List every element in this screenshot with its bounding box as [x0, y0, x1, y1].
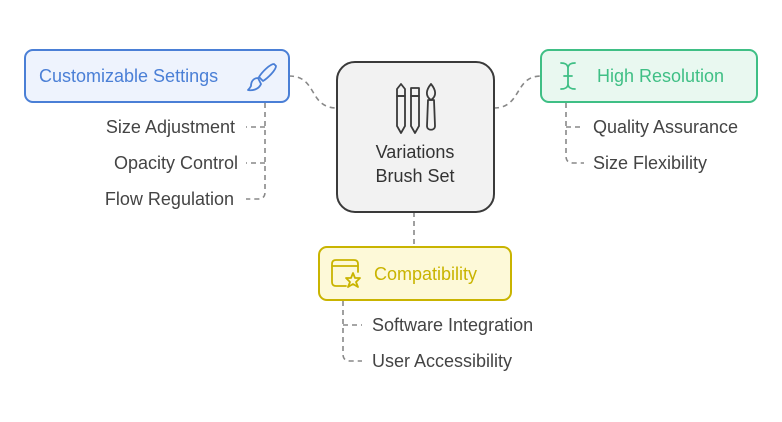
center-title-line1: Variations	[376, 142, 455, 162]
branch-title-high-resolution: High Resolution	[597, 66, 724, 86]
tree-line-compatibility	[342, 301, 362, 362]
branch-title-compatibility: Compatibility	[374, 264, 477, 284]
brush-set-icon	[396, 83, 437, 134]
list-item: Flow Regulation	[105, 189, 234, 209]
high-resolution-items: Quality Assurance Size Flexibility	[593, 117, 738, 173]
connectors	[246, 75, 584, 362]
browser-star-icon	[331, 259, 361, 288]
paintbrush-icon	[247, 63, 277, 92]
branch-customizable-settings[interactable]: Customizable Settings	[24, 49, 290, 103]
center-title-line2: Brush Set	[375, 166, 454, 186]
list-item: Opacity Control	[114, 153, 238, 173]
text-cursor-icon	[560, 62, 576, 90]
list-item: Size Flexibility	[593, 153, 707, 173]
center-node[interactable]: Variations Brush Set	[336, 61, 495, 213]
compatibility-items: Software Integration User Accessibility	[372, 315, 533, 371]
branch-compatibility[interactable]: Compatibility	[318, 246, 512, 301]
list-item: Quality Assurance	[593, 117, 738, 137]
branch-high-resolution[interactable]: High Resolution	[540, 49, 758, 103]
connector-high-resolution	[493, 75, 542, 109]
list-item: Software Integration	[372, 315, 533, 335]
connector-customizable	[288, 75, 338, 109]
tree-line-customizable	[246, 103, 266, 200]
branch-title-customizable-settings: Customizable Settings	[39, 66, 218, 86]
customizable-settings-items: Size Adjustment Opacity Control Flow Reg…	[105, 117, 238, 209]
list-item: User Accessibility	[372, 351, 512, 371]
list-item: Size Adjustment	[106, 117, 235, 137]
tree-line-high-resolution	[565, 103, 584, 164]
